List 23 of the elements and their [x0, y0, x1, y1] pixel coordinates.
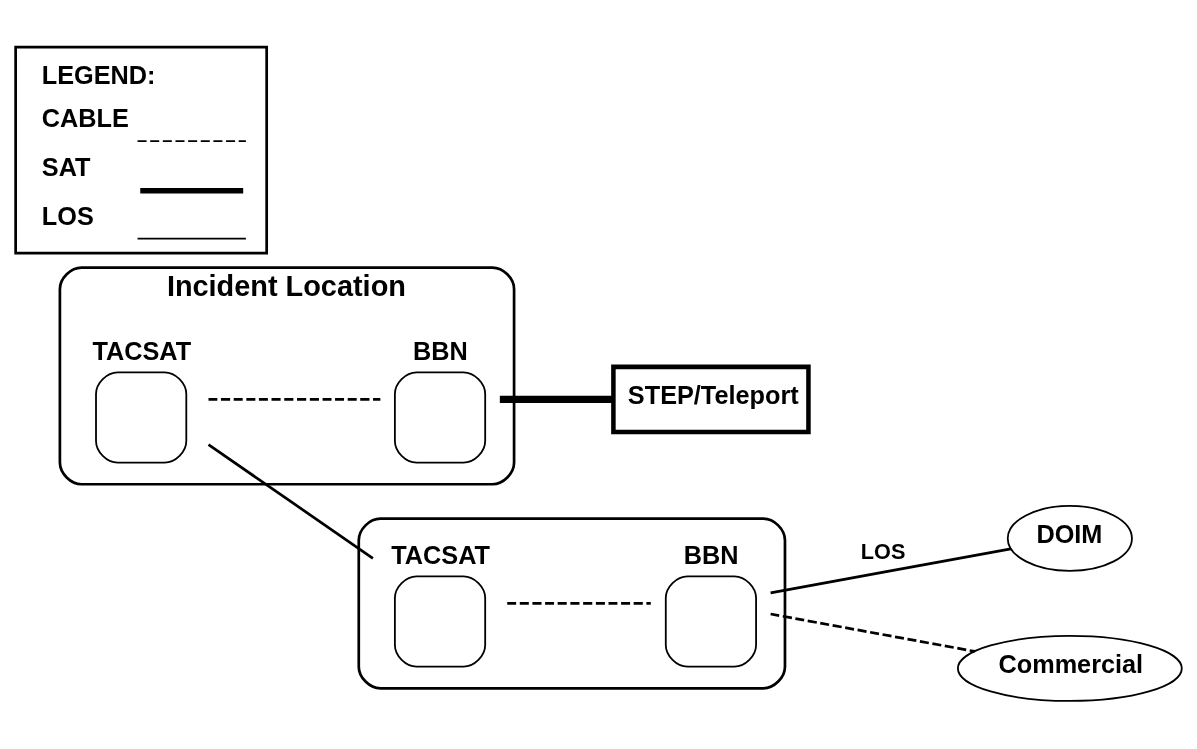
- node-label: BBN: [683, 540, 739, 569]
- connector: [770, 547, 1012, 594]
- node-box: [394, 370, 487, 463]
- connector: [507, 601, 651, 605]
- node-box: [95, 370, 188, 463]
- legend-label: SAT: [41, 152, 91, 181]
- node-label: TACSAT: [391, 540, 490, 569]
- edge-label: LOS: [860, 538, 906, 564]
- cluster: [357, 516, 787, 690]
- label: LEGEND:: [41, 60, 156, 89]
- node-ellipse: Commercial: [957, 634, 1183, 702]
- node-label: TACSAT: [92, 336, 192, 365]
- legend-label: LOS: [41, 201, 94, 230]
- connector: [770, 612, 976, 653]
- connector: [208, 397, 381, 401]
- node-label: BBN: [412, 336, 468, 365]
- node-ellipse: DOIM: [1006, 504, 1133, 572]
- node-box: STEP/Teleport: [611, 364, 811, 434]
- node-box: [394, 574, 487, 668]
- connector: [207, 443, 374, 559]
- legend-label: CABLE: [41, 103, 129, 132]
- connector: [499, 395, 614, 403]
- node-box: [664, 574, 757, 668]
